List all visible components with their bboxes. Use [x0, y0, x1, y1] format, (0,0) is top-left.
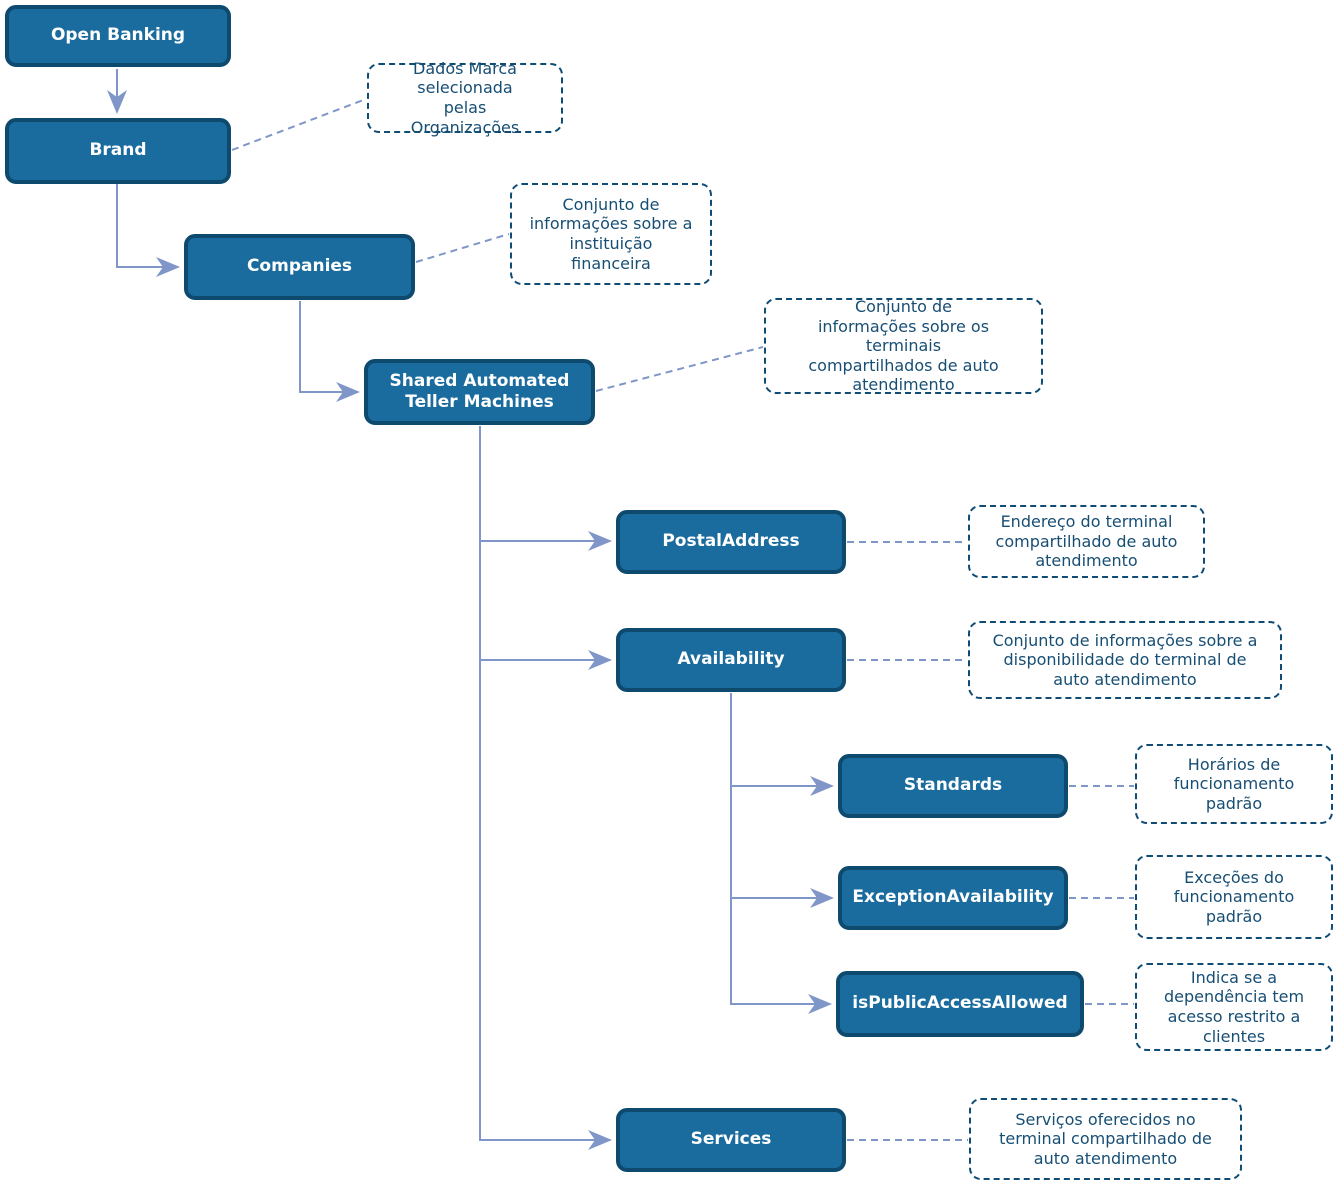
edge-companies-sharedatm [299, 301, 360, 402]
node-companies: Companies [184, 234, 415, 300]
edge-availability-ispublicaccessallowed [730, 693, 832, 1014]
annotation-is-public-access-allowed: Indica se a dependência tem acesso restr… [1135, 963, 1333, 1051]
annotation-standards: Horários de funcionamento padrão [1135, 744, 1333, 824]
node-is-public-access-allowed: isPublicAccessAllowed [836, 971, 1084, 1037]
node-services: Services [616, 1108, 846, 1172]
node-postal-address: PostalAddress [616, 510, 846, 574]
node-shared-automated-teller-machines: Shared Automated Teller Machines [364, 359, 595, 425]
annotation-services: Serviços oferecidos no terminal comparti… [969, 1098, 1242, 1180]
edge-brand-companies [116, 184, 180, 277]
node-availability: Availability [616, 628, 846, 692]
link-companies-note [415, 233, 510, 263]
annotation-availability: Conjunto de informações sobre a disponib… [968, 621, 1282, 699]
node-brand: Brand [5, 118, 231, 184]
annotation-exception-availability: Exceções do funcionamento padrão [1135, 855, 1333, 939]
annotation-postal-address: Endereço do terminal compartilhado de au… [968, 505, 1205, 578]
node-exception-availability: ExceptionAvailability [838, 866, 1068, 930]
node-open-banking: Open Banking [5, 5, 231, 67]
annotation-companies: Conjunto de informações sobre a institui… [510, 183, 712, 285]
node-standards: Standards [838, 754, 1068, 818]
link-sharedatm-note [595, 346, 764, 392]
annotation-shared-atm: Conjunto de informações sobre os termina… [764, 297, 1043, 394]
annotation-brand: Dados Marca selecionada pelas Organizaçõ… [367, 59, 563, 137]
link-brand-note [231, 98, 367, 151]
edge-sharedatm-services [479, 426, 612, 1150]
